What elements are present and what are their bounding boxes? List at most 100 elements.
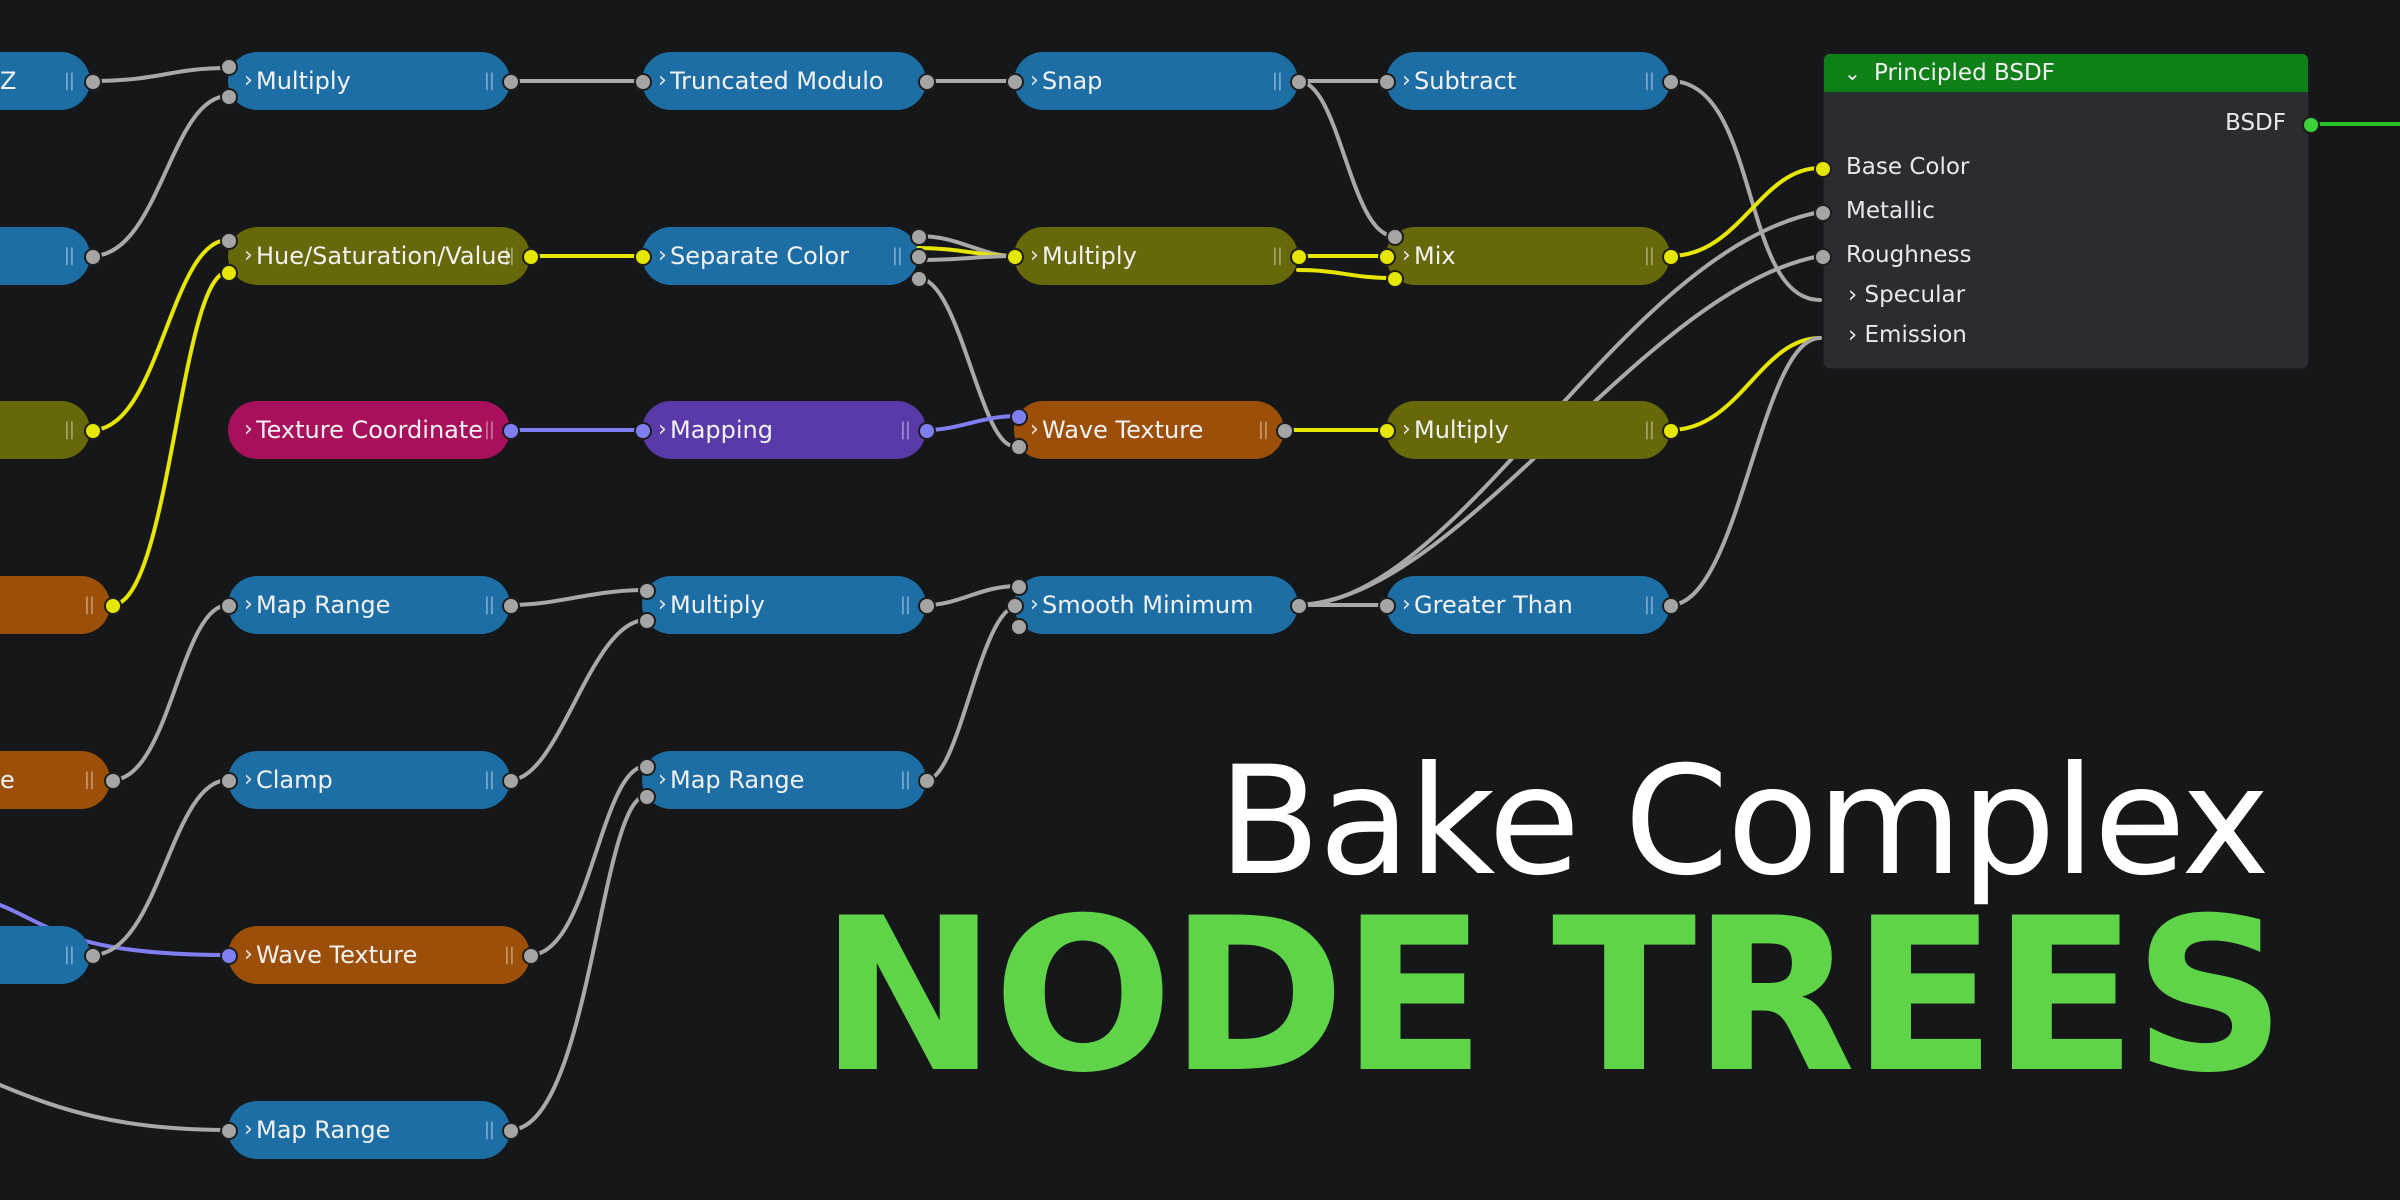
node-texture-coordinate[interactable]: ›Texture Coordinate|| [228, 401, 510, 459]
output-socket[interactable] [502, 73, 520, 91]
input-socket[interactable] [634, 248, 652, 266]
input-socket[interactable] [1006, 597, 1024, 615]
node-multiply-3[interactable]: ›Multiply|| [1014, 227, 1298, 285]
chevron-right-icon[interactable]: › [1030, 417, 1039, 442]
input-socket[interactable] [1010, 408, 1028, 426]
roughness-socket[interactable] [1814, 248, 1832, 266]
bsdf-output-socket[interactable] [2302, 116, 2320, 134]
output-socket[interactable] [918, 772, 936, 790]
base-color-socket[interactable] [1814, 160, 1832, 178]
node-map-range-2[interactable]: ›Map Range|| [228, 1101, 510, 1159]
input-socket[interactable] [1378, 422, 1396, 440]
node-snap[interactable]: ›Snap|| [1014, 52, 1298, 110]
drag-handle-icon[interactable]: || [483, 594, 495, 615]
output-socket[interactable] [522, 947, 540, 965]
input-socket[interactable] [634, 73, 652, 91]
chevron-right-icon[interactable]: › [658, 767, 667, 792]
node-edge-1[interactable]: Z|| [0, 52, 90, 110]
drag-handle-icon[interactable]: || [483, 419, 495, 440]
drag-handle-icon[interactable]: || [503, 944, 515, 965]
output-socket[interactable] [502, 422, 520, 440]
node-edge-3[interactable]: || [0, 401, 90, 459]
input-socket[interactable] [1378, 597, 1396, 615]
node-wave-texture[interactable]: ›Wave Texture|| [228, 926, 530, 984]
node-map-range[interactable]: ›Map Range|| [228, 576, 510, 634]
node-hue-saturation-value[interactable]: ›Hue/Saturation/Value|| [228, 227, 530, 285]
drag-handle-icon[interactable]: || [1643, 245, 1655, 266]
input-socket[interactable] [1378, 73, 1396, 91]
output-socket[interactable] [1290, 248, 1308, 266]
chevron-right-icon[interactable]: › [244, 417, 253, 442]
principled-bsdf-header[interactable]: ⌄ Principled BSDF [1824, 54, 2308, 92]
input-socket[interactable] [1010, 578, 1028, 596]
node-truncated-modulo[interactable]: ›Truncated Modulo [642, 52, 926, 110]
panel-emission[interactable]: › Emission [1848, 322, 1967, 348]
output-socket[interactable] [1662, 597, 1680, 615]
drag-handle-icon[interactable]: || [483, 769, 495, 790]
node-clamp[interactable]: ›Clamp|| [228, 751, 510, 809]
node-edge-5[interactable]: e|| [0, 751, 110, 809]
drag-handle-icon[interactable]: || [1643, 419, 1655, 440]
drag-handle-icon[interactable]: || [1271, 70, 1283, 91]
output-socket[interactable] [502, 772, 520, 790]
output-socket[interactable] [1662, 248, 1680, 266]
input-socket[interactable] [1386, 228, 1404, 246]
chevron-right-icon[interactable]: › [244, 592, 253, 617]
chevron-right-icon[interactable]: › [244, 243, 253, 268]
chevron-right-icon[interactable]: › [658, 243, 667, 268]
chevron-right-icon[interactable]: › [1030, 243, 1039, 268]
node-multiply-2[interactable]: ›Multiply|| [642, 576, 926, 634]
output-socket[interactable] [1276, 422, 1294, 440]
output-socket[interactable] [502, 1122, 520, 1140]
chevron-right-icon[interactable]: › [1402, 68, 1411, 93]
node-separate-color[interactable]: ›Separate Color|| [642, 227, 918, 285]
node-multiply-4[interactable]: ›Multiply|| [1386, 401, 1670, 459]
output-socket[interactable] [910, 228, 928, 246]
input-socket[interactable] [220, 1122, 238, 1140]
output-socket[interactable] [918, 597, 936, 615]
input-socket[interactable] [1006, 73, 1024, 91]
input-socket[interactable] [638, 582, 656, 600]
input-socket[interactable] [638, 788, 656, 806]
output-socket[interactable] [1290, 597, 1308, 615]
input-socket[interactable] [1006, 248, 1024, 266]
node-map-range-3[interactable]: ›Map Range|| [642, 751, 926, 809]
drag-handle-icon[interactable]: || [1271, 245, 1283, 266]
input-socket[interactable] [220, 947, 238, 965]
chevron-right-icon[interactable]: › [1030, 68, 1039, 93]
drag-handle-icon[interactable]: || [483, 1119, 495, 1140]
drag-handle-icon[interactable]: || [63, 944, 75, 965]
node-edge-4[interactable]: || [0, 576, 110, 634]
output-socket[interactable] [84, 947, 102, 965]
output-socket[interactable] [918, 73, 936, 91]
input-socket[interactable] [220, 597, 238, 615]
chevron-right-icon[interactable]: › [658, 417, 667, 442]
drag-handle-icon[interactable]: || [1257, 419, 1269, 440]
output-socket[interactable] [910, 270, 928, 288]
drag-handle-icon[interactable]: || [483, 70, 495, 91]
chevron-right-icon[interactable]: › [658, 68, 667, 93]
output-socket[interactable] [84, 422, 102, 440]
input-socket[interactable] [220, 232, 238, 250]
node-smooth-minimum[interactable]: ›Smooth Minimum [1014, 576, 1298, 634]
input-socket[interactable] [1010, 438, 1028, 456]
output-socket[interactable] [910, 248, 928, 266]
output-socket[interactable] [1290, 73, 1308, 91]
drag-handle-icon[interactable]: || [1643, 594, 1655, 615]
node-subtract[interactable]: ›Subtract|| [1386, 52, 1670, 110]
node-mix[interactable]: ›Mix|| [1386, 227, 1670, 285]
node-mapping[interactable]: ›Mapping|| [642, 401, 926, 459]
input-socket[interactable] [220, 88, 238, 106]
drag-handle-icon[interactable]: || [899, 594, 911, 615]
principled-bsdf-node[interactable]: ⌄ Principled BSDF BSDF Base Color Metall… [1824, 54, 2308, 368]
chevron-right-icon[interactable]: › [658, 592, 667, 617]
panel-specular[interactable]: › Specular [1848, 282, 1965, 308]
chevron-right-icon[interactable]: › [1402, 417, 1411, 442]
drag-handle-icon[interactable]: || [63, 70, 75, 91]
input-socket[interactable] [638, 758, 656, 776]
node-wave-texture-2[interactable]: ›Wave Texture|| [1014, 401, 1284, 459]
input-socket[interactable] [220, 772, 238, 790]
chevron-down-icon[interactable]: ⌄ [1844, 61, 1861, 85]
input-socket[interactable] [1386, 270, 1404, 288]
